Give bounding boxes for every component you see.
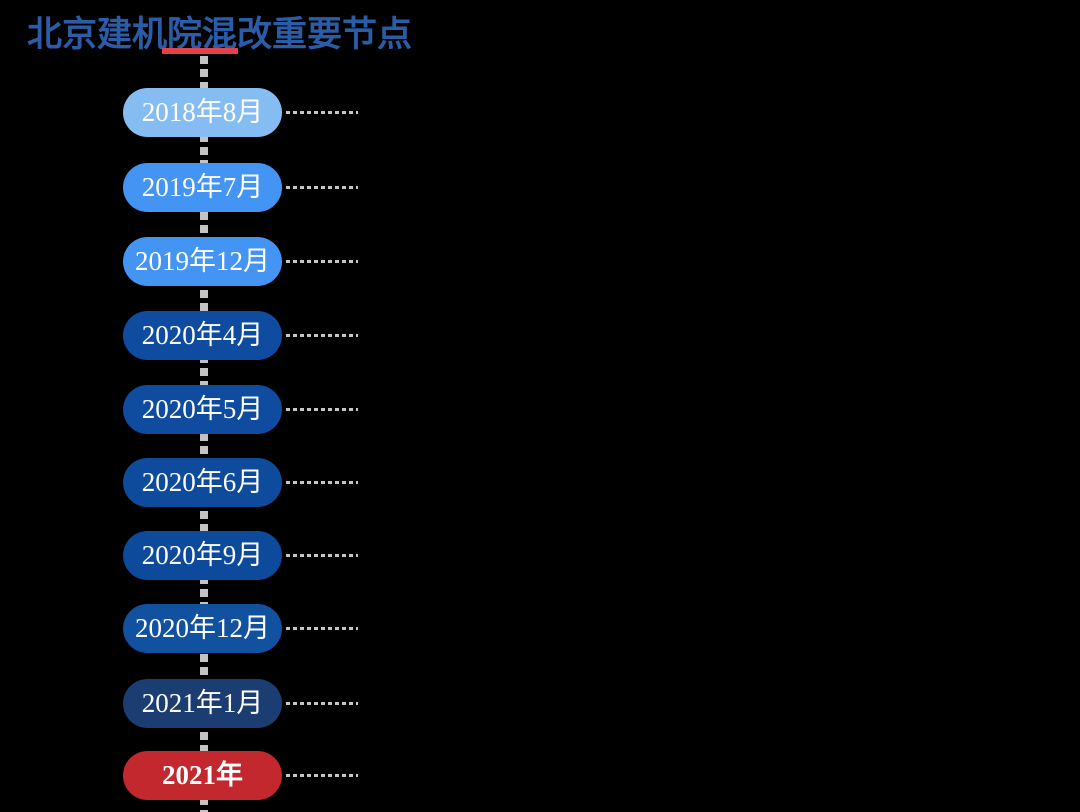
timeline-node-pill: 2018年8月 bbox=[123, 88, 282, 137]
connector-dashed-line bbox=[286, 111, 358, 114]
timeline-node-pill: 2020年12月 bbox=[123, 604, 282, 653]
connector-dashed-line bbox=[286, 702, 358, 705]
timeline-node-pill: 2021年1月 bbox=[123, 679, 282, 728]
connector-dashed-line bbox=[286, 774, 358, 777]
page-title: 北京建机院混改重要节点 bbox=[27, 15, 413, 54]
timeline-row: 2021年 bbox=[123, 751, 358, 800]
timeline-row: 2020年9月 bbox=[123, 531, 358, 580]
connector-dashed-line bbox=[286, 334, 358, 337]
timeline-row: 2020年5月 bbox=[123, 385, 358, 434]
connector-dashed-line bbox=[286, 260, 358, 263]
connector-dashed-line bbox=[286, 481, 358, 484]
timeline-row: 2021年1月 bbox=[123, 679, 358, 728]
connector-dashed-line bbox=[286, 408, 358, 411]
timeline-node-pill: 2021年 bbox=[123, 751, 282, 800]
timeline-node-pill: 2019年12月 bbox=[123, 237, 282, 286]
timeline-vertical-dashed-line bbox=[200, 56, 208, 812]
connector-dashed-line bbox=[286, 554, 358, 557]
timeline-node-pill: 2020年6月 bbox=[123, 458, 282, 507]
timeline-row: 2020年6月 bbox=[123, 458, 358, 507]
timeline-node-pill: 2020年4月 bbox=[123, 311, 282, 360]
connector-dashed-line bbox=[286, 186, 358, 189]
timeline-row: 2020年4月 bbox=[123, 311, 358, 360]
timeline-row: 2018年8月 bbox=[123, 88, 358, 137]
connector-dashed-line bbox=[286, 627, 358, 630]
timeline-row: 2019年12月 bbox=[123, 237, 358, 286]
timeline-node-pill: 2019年7月 bbox=[123, 163, 282, 212]
title-underline-bar bbox=[162, 48, 238, 54]
timeline-node-pill: 2020年9月 bbox=[123, 531, 282, 580]
timeline-row: 2020年12月 bbox=[123, 604, 358, 653]
timeline-node-pill: 2020年5月 bbox=[123, 385, 282, 434]
timeline-row: 2019年7月 bbox=[123, 163, 358, 212]
